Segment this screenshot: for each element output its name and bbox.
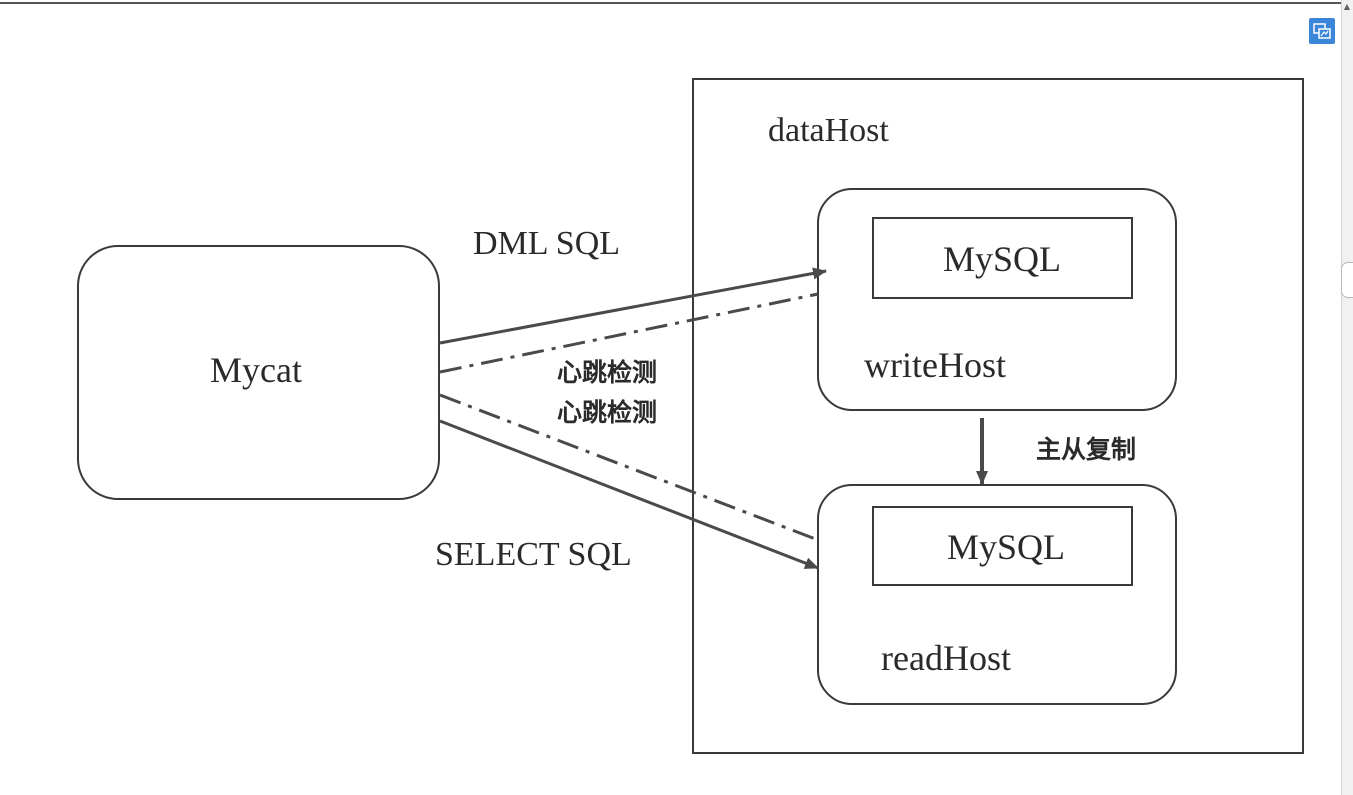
datahost-box bbox=[692, 78, 1304, 754]
heartbeat-write-label: 心跳检测 bbox=[557, 358, 657, 387]
mycat-label: Mycat bbox=[210, 350, 302, 390]
scrollbar-thumb[interactable] bbox=[1341, 262, 1353, 298]
replication-label: 主从复制 bbox=[1036, 435, 1136, 464]
select-label: SELECT SQL bbox=[435, 536, 632, 573]
mycat-node bbox=[77, 245, 440, 500]
readhost-mysql-label: MySQL bbox=[947, 527, 1065, 567]
select-edge bbox=[439, 419, 819, 570]
image-view-icon bbox=[1313, 23, 1331, 39]
writehost-label: writeHost bbox=[864, 345, 1006, 385]
readhost-mysql-box bbox=[872, 506, 1133, 586]
heartbeat-read-label: 心跳检测 bbox=[557, 398, 657, 427]
writehost-mysql-label: MySQL bbox=[943, 239, 1061, 279]
dml-label: DML SQL bbox=[473, 225, 620, 262]
image-view-button[interactable] bbox=[1309, 18, 1335, 44]
readhost-label: readHost bbox=[881, 638, 1011, 678]
writehost-node bbox=[817, 188, 1177, 411]
datahost-label: dataHost bbox=[768, 112, 889, 149]
readhost-node bbox=[817, 484, 1177, 705]
scroll-up-arrow-icon[interactable]: ▲ bbox=[1343, 2, 1351, 11]
writehost-mysql-box bbox=[872, 217, 1133, 299]
dml-edge bbox=[439, 267, 827, 345]
heartbeat-read-edge bbox=[439, 393, 819, 542]
vertical-scrollbar[interactable] bbox=[1341, 0, 1353, 795]
